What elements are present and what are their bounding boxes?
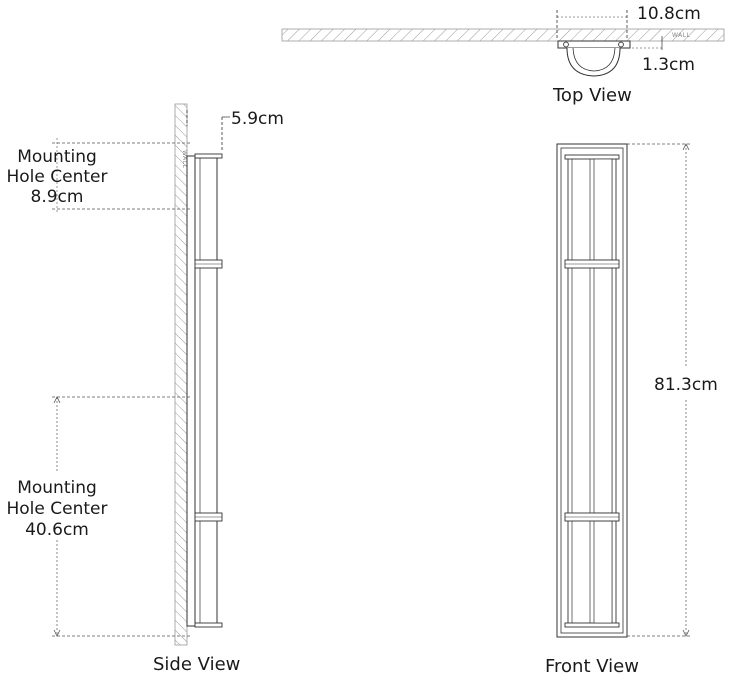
side-view: WALL 5.9cm Mounting Hole Center 8.9cm Mo… [7,103,284,675]
upper-mount-label-line2: Hole Center [7,167,108,187]
front-view-bottom-cap [564,622,620,628]
top-view-fixture-inner [572,47,616,72]
front-view-glass-lower [593,520,613,624]
top-view-screw-right [618,41,624,48]
lower-mount-label-line2: Hole Center [7,499,108,519]
upper-mount-label-line1: Mounting [17,147,97,167]
side-view-body [194,157,218,625]
lower-mount-value: 40.6cm [25,520,89,540]
top-view-fixture-body [566,47,621,77]
side-view-title: Side View [153,654,240,675]
top-view-depth-label: 1.3cm [642,55,695,75]
side-view-bottom-cap [194,622,223,628]
top-view-screw-left [563,41,569,48]
front-view-title: Front View [545,656,639,677]
top-view-wall-label: WALL [672,32,691,39]
side-view-wall [174,103,188,646]
side-view-top-cap [194,153,223,159]
front-view-glass-upper [593,158,613,261]
side-view-wall-label: WALL [181,150,188,169]
top-view: WALL 10.8cm 1.3cm Top View [281,4,725,106]
front-view-height-label: 81.3cm [654,375,718,395]
front-view-glass-middle [593,267,613,514]
top-view-wall [281,28,725,42]
lower-mount-label-line1: Mounting [17,478,97,498]
front-view-height-arrow-bottom [682,629,690,637]
lower-mount-arrow-top [53,396,61,404]
lower-mount-arrow-bottom [53,629,61,637]
front-view-top-cap [564,154,620,160]
front-view-inner-frame [560,147,624,634]
side-view-backplate [186,155,196,627]
side-view-depth-label: 5.9cm [231,109,284,129]
upper-mount-value: 8.9cm [31,187,84,207]
front-view: 81.3cm Front View [545,143,718,677]
top-view-title: Top View [552,85,632,106]
front-view-height-arrow-top [682,143,690,151]
top-view-width-label: 10.8cm [637,4,701,24]
